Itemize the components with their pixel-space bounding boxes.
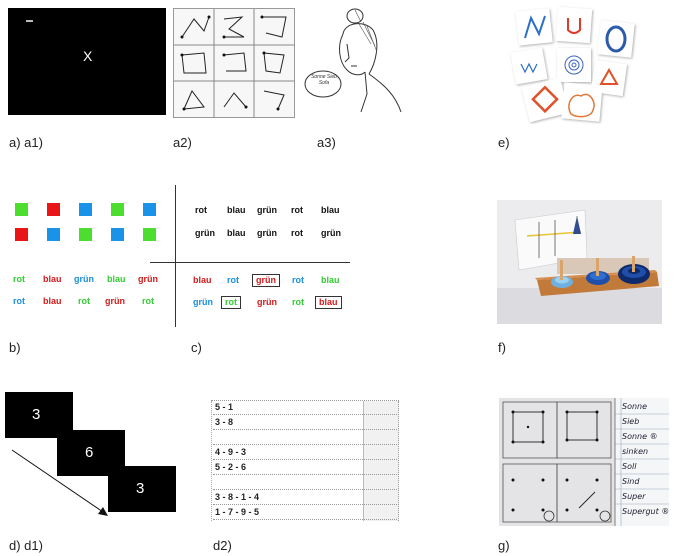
panel-d2-sequence: 5 - 2 - 6: [215, 462, 247, 472]
panel-c-word: grün: [257, 228, 277, 238]
panel-b-word: grün: [105, 296, 125, 306]
panel-c-word: blau: [227, 228, 246, 238]
panel-d1-number: 6: [85, 444, 94, 461]
panel-b-square: [143, 228, 156, 241]
panel-d2-row: 5 - 1: [213, 402, 397, 415]
panel-b-word: rot: [13, 296, 25, 306]
panel-b-word: rot: [13, 274, 25, 284]
panel-b-square: [47, 228, 60, 241]
panel-b-word: blau: [43, 274, 62, 284]
panel-c-word: grün: [321, 228, 341, 238]
panel-d1-number: 3: [32, 406, 41, 423]
panel-e-card-drawing: [510, 6, 635, 123]
panel-c-word: rot: [291, 205, 303, 215]
panel-c-word-boxed: grün: [252, 274, 280, 287]
panel-d1-screen-3: 3: [108, 466, 176, 512]
panel-d2-row: 3 - 8: [213, 417, 397, 430]
panel-a3-woman-drawing: [304, 8, 402, 113]
panel-a3-bubble-text: Sonne Sieb Sofa: [311, 74, 337, 86]
panel-c-word: rot: [292, 297, 304, 307]
panel-g-word: Supergut ®: [622, 507, 670, 516]
panel-a1-indicator: [26, 20, 33, 22]
panel-b-square: [111, 203, 124, 216]
panel-b-word: rot: [142, 296, 154, 306]
caption-e: e): [498, 135, 510, 150]
panel-e-cards: [505, 4, 643, 124]
panel-g-word: Sind: [622, 477, 640, 486]
panel-c-word: rot: [291, 228, 303, 238]
panel-b-word: rot: [78, 296, 90, 306]
panel-b-square: [47, 203, 60, 216]
panel-d2-right-column: [363, 401, 399, 521]
panel-g-worksheet: [499, 398, 669, 526]
panel-b-square: [79, 203, 92, 216]
panel-b-square: [79, 228, 92, 241]
panel-g-word: Sonne: [622, 402, 648, 411]
panel-c-word: grün: [257, 205, 277, 215]
panel-c-word: blau: [193, 275, 212, 285]
caption-c: c): [191, 340, 202, 355]
panel-d2-row: [213, 477, 397, 490]
panel-d2-row: 3 - 8 - 1 - 4: [213, 492, 397, 505]
panel-b-word: grün: [74, 274, 94, 284]
caption-d-d1: d) d1): [9, 538, 43, 553]
panel-a2-drawings: [174, 9, 294, 117]
caption-a3: a3): [317, 135, 336, 150]
panel-a3-sketch: Sonne Sieb Sofa: [303, 4, 403, 114]
panel-b-square: [143, 203, 156, 216]
panel-b-word: grün: [138, 274, 158, 284]
panel-c-word: rot: [227, 275, 239, 285]
caption-f: f): [498, 340, 506, 355]
panel-b-word: blau: [107, 274, 126, 284]
panel-d1-number: 3: [136, 480, 145, 497]
panel-c: rot blau grün rot blau grün blau grün ro…: [150, 185, 355, 327]
panel-b-square: [15, 228, 28, 241]
panel-d2-sequence: 3 - 8 - 1 - 4: [215, 492, 260, 502]
caption-b: b): [9, 340, 21, 355]
panel-d2-sequence: 3 - 8: [215, 417, 234, 427]
panel-g-word: Sonne ®: [622, 432, 658, 441]
panel-a1-cross: X: [83, 48, 93, 64]
panel-d2-sequence: 4 - 9 - 3: [215, 447, 247, 457]
caption-a2: a2): [173, 135, 192, 150]
panel-d1-arrow: [11, 449, 108, 516]
panel-a1-screen: X: [8, 8, 166, 115]
panel-c-word: rot: [195, 205, 207, 215]
panel-b-square: [15, 203, 28, 216]
caption-a-a1: a) a1): [9, 135, 43, 150]
panel-d2-row: 5 - 2 - 6: [213, 462, 397, 475]
panel-d2-table: [211, 400, 399, 523]
panel-d2-row: [213, 432, 397, 445]
panel-g-word: sinken: [622, 447, 649, 456]
panel-d2-row: 4 - 9 - 3: [213, 447, 397, 460]
panel-c-word-boxed: blau: [315, 296, 342, 309]
panel-c-word-boxed: rot: [221, 296, 241, 309]
panel-f-photo: [497, 200, 662, 324]
panel-c-word: rot: [292, 275, 304, 285]
panel-c-word: grün: [193, 297, 213, 307]
panel-c-horizontal-divider: [150, 262, 350, 263]
panel-c-word: blau: [227, 205, 246, 215]
panel-c-word: grün: [257, 297, 277, 307]
panel-b-square: [111, 228, 124, 241]
panel-b: rot blau grün blau grün rot blau rot grü…: [0, 195, 170, 315]
panel-c-word: blau: [321, 205, 340, 215]
panel-g-drawing: [499, 398, 669, 526]
panel-b-word: blau: [43, 296, 62, 306]
panel-a2-grid: [173, 8, 295, 118]
panel-d2-sequence: 5 - 1: [215, 402, 234, 412]
panel-d2-sequence: 1 - 7 - 9 - 5: [215, 507, 260, 517]
panel-c-word: grün: [195, 228, 215, 238]
panel-c-word: blau: [321, 275, 340, 285]
panel-f-photo-drawing: [497, 200, 662, 324]
panel-g-word: Sieb: [622, 417, 640, 426]
panel-g-word: Soll: [622, 462, 637, 471]
panel-c-vertical-divider: [175, 185, 176, 327]
panel-d2-row: 1 - 7 - 9 - 5: [213, 507, 397, 520]
panel-d1: 3 6 3: [0, 390, 180, 530]
caption-g: g): [498, 538, 510, 553]
panel-g-word: Super: [622, 492, 646, 501]
caption-d2: d2): [213, 538, 232, 553]
panel-d2-divider: [211, 401, 213, 521]
